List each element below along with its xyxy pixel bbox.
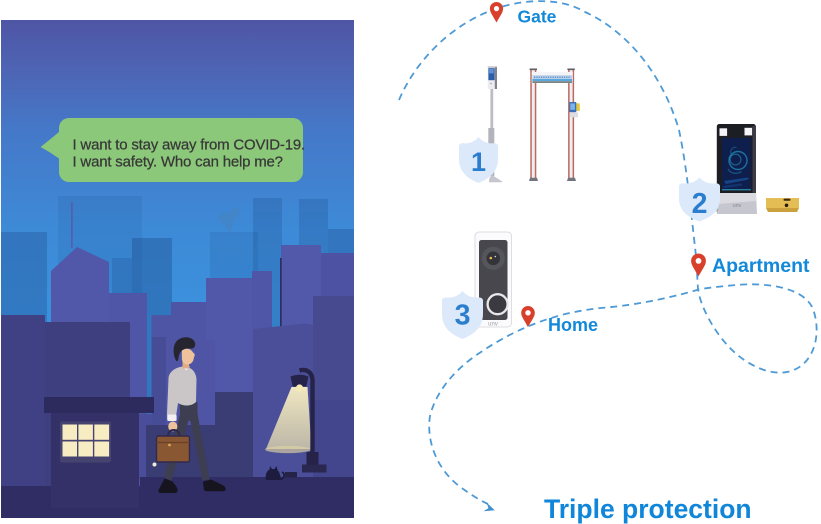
svg-text:1: 1: [471, 147, 486, 177]
svg-text:Home: Home: [548, 315, 598, 335]
svg-text:Gate: Gate: [518, 7, 557, 27]
svg-text:3: 3: [455, 300, 471, 332]
svg-text:2: 2: [692, 188, 708, 220]
svg-text:Triple protection: Triple protection: [544, 494, 752, 524]
svg-text:unv: unv: [488, 322, 498, 328]
svg-text:I want to stay away from COVID: I want to stay away from COVID-19.: [73, 137, 305, 154]
svg-text:I want safety. Who can help me: I want safety. Who can help me?: [73, 154, 283, 171]
svg-text:unv: unv: [733, 203, 742, 209]
svg-text:Apartment: Apartment: [712, 255, 810, 277]
